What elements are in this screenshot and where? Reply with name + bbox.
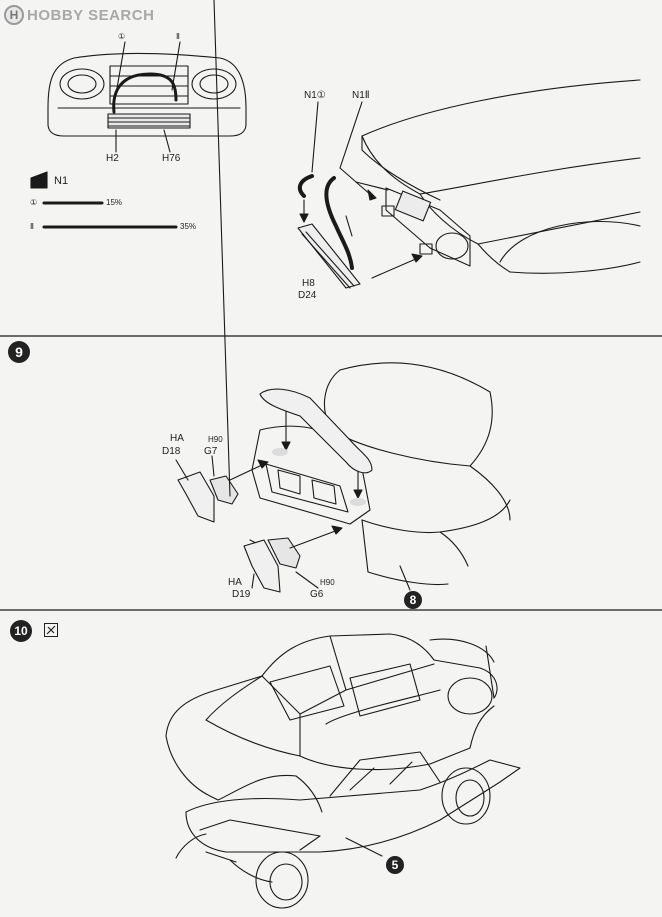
watermark: H HOBBY SEARCH	[4, 3, 154, 27]
rear-spoiler-drawing	[176, 0, 510, 592]
label-d18: D18	[162, 446, 181, 457]
label-circ1-front: ①	[118, 32, 126, 41]
paint-row2-mark: Ⅱ	[30, 222, 34, 231]
label-d24: D24	[298, 290, 317, 301]
paint-row2-value: 35%	[180, 222, 197, 231]
label-h90-top: H90	[208, 435, 223, 444]
watermark-text: HOBBY SEARCH	[27, 6, 155, 24]
label-g6: G6	[310, 589, 324, 600]
label-h8: H8	[302, 278, 315, 289]
label-n1-1: N1①	[304, 90, 326, 101]
front-grille-drawing	[48, 42, 246, 152]
label-h90-bottom: H90	[320, 578, 335, 587]
label-n1-2: N1Ⅱ	[352, 90, 370, 101]
label-g7: G7	[204, 446, 218, 457]
label-ha-bottom: HA	[228, 577, 242, 588]
body-chassis-drawing	[166, 634, 520, 908]
step-number-9: 9	[8, 341, 30, 363]
ref-step-5: 5	[386, 856, 404, 874]
paint-code: N1	[54, 175, 69, 187]
paint-legend	[31, 172, 176, 227]
glue-icon	[44, 623, 58, 637]
label-d19: D19	[232, 589, 251, 600]
label-h2: H2	[106, 153, 119, 164]
label-ha-top: HA	[170, 433, 184, 444]
label-circ2-front: Ⅱ	[176, 32, 180, 41]
paint-row1-value: 15%	[106, 198, 123, 207]
car-front-detail-drawing	[298, 80, 640, 288]
watermark-badge: H	[4, 5, 24, 25]
label-h76: H76	[162, 153, 181, 164]
paint-row1-mark: ①	[30, 198, 38, 207]
ref-step-8: 8	[404, 591, 422, 609]
step-number-10: 10	[10, 620, 32, 642]
